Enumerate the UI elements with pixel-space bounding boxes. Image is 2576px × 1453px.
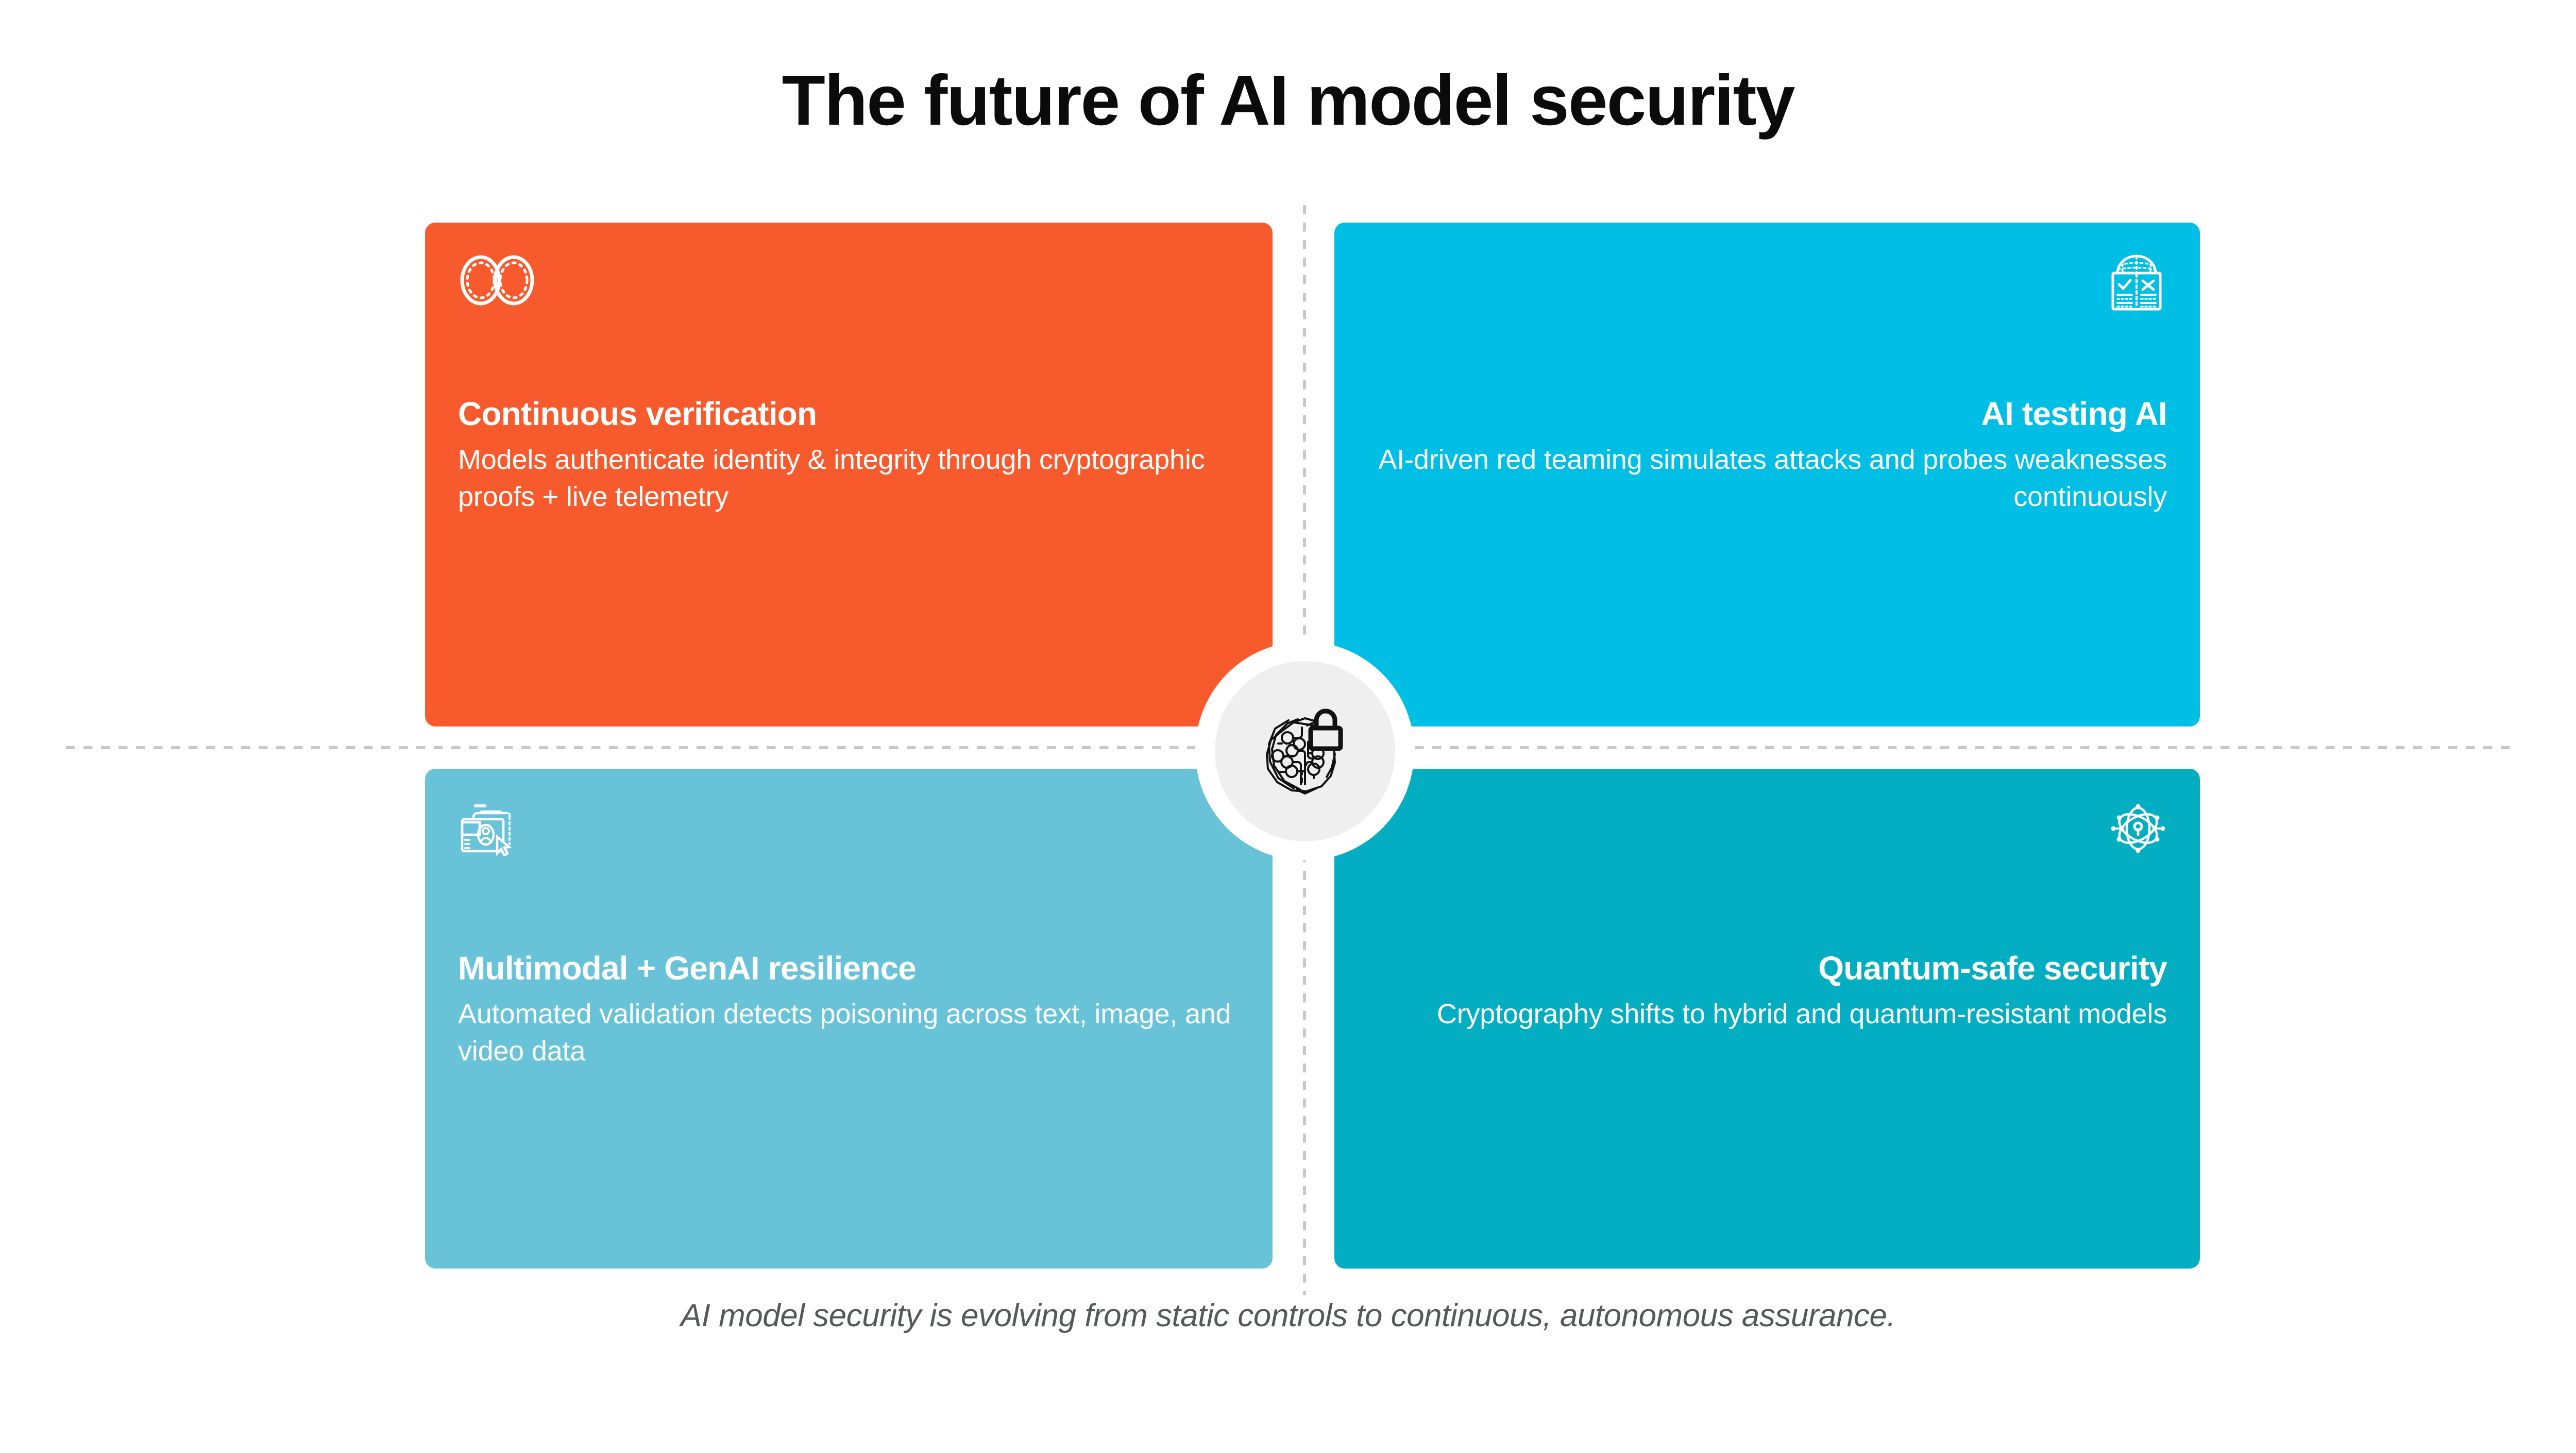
center-badge-inner [1214,661,1395,841]
atom-keyhole-icon [2109,800,2167,855]
footer-caption: AI model security is evolving from stati… [680,1298,1896,1333]
quadrant-card-ai-testing-ai[interactable]: AI testing AI AI-driven red teaming simu… [1334,223,2200,727]
card-heading: Continuous verification [458,395,817,432]
card-body: Models authenticate identity & integrity… [458,444,1205,513]
card-heading: Quantum-safe security [1818,950,2167,987]
infinity-loop-icon [458,254,536,309]
card-body: AI-driven red teaming simulates attacks … [1378,444,2167,513]
center-badge[interactable] [1195,641,1414,860]
card-body: Cryptography shifts to hybrid and quantu… [1436,998,2167,1029]
quadrant-card-quantum-safe-security[interactable]: Quantum-safe security Cryptography shift… [1334,769,2200,1269]
card-body: Automated validation detects poisoning a… [458,998,1231,1067]
media-validation-cursor-icon [458,800,523,856]
card-heading: Multimodal + GenAI resilience [458,950,917,987]
test-report-checklist-icon [2106,254,2167,311]
quadrant-card-multimodal-resilience[interactable]: Multimodal + GenAI resilience Automated … [425,769,1273,1269]
page-title: The future of AI model security [782,61,1795,140]
quadrant-card-continuous-verification[interactable]: Continuous verification Models authentic… [425,223,1273,727]
card-heading: AI testing AI [1981,395,2167,432]
ai-circuit-sphere-lock-icon [1244,690,1366,812]
